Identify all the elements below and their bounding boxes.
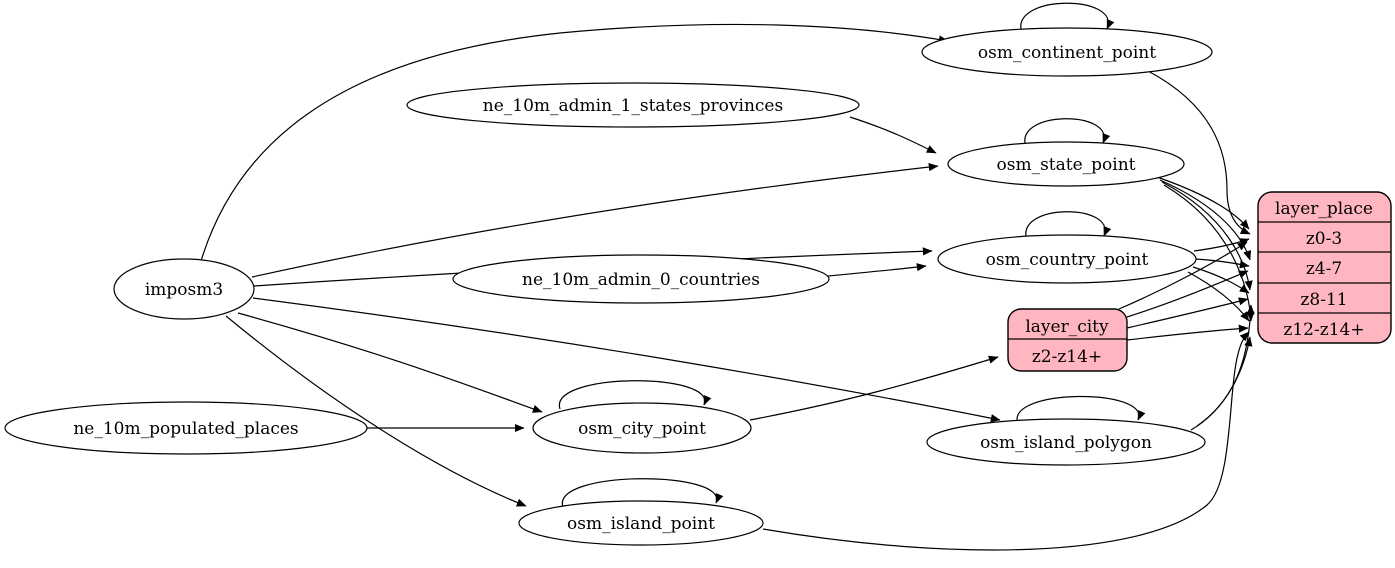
node-osm_continent_point-label: osm_continent_point	[978, 43, 1156, 63]
node-osm_island_point: osm_island_point	[518, 500, 764, 546]
layer_place-row-z12-z14: z12-z14+	[1283, 320, 1364, 340]
node-osm_state_point-label: osm_state_point	[997, 155, 1136, 175]
edge-layer_city-layer_place-z8-11	[1126, 297, 1249, 329]
self-loop-osm_state_point	[1024, 118, 1111, 148]
edge-ne_10m_admin_0_countries-osm_country_point	[827, 263, 927, 277]
node-layer_place: layer_place z0-3 z4-7 z8-11 z12-z14+	[1257, 191, 1392, 344]
self-loop-osm_continent_point	[1020, 2, 1115, 34]
edge-osm_country_point-layer_place-z0-3	[1193, 238, 1250, 252]
node-layer_city: layer_city z2-z14+	[1007, 308, 1128, 372]
edge-layer_city-layer_place-z12-z14	[1126, 324, 1249, 341]
self-loop-osm_island_polygon	[1016, 395, 1146, 425]
layer_place-row-z0-3: z0-3	[1306, 229, 1342, 249]
edge-osm_state_point-layer_place-z8-11	[1161, 181, 1253, 291]
edge-osm_country_point-layer_place-z12-z14	[1187, 271, 1250, 322]
node-imposm3: imposm3	[113, 258, 255, 320]
node-osm_city_point-label: osm_city_point	[578, 419, 706, 439]
edge-osm_state_point-layer_place-z0-3	[1156, 176, 1250, 230]
nodes: imposm3 ne_10m_admin_1_states_provinces …	[4, 27, 1392, 546]
node-ne_10m_populated_places: ne_10m_populated_places	[4, 401, 368, 455]
node-ne_10m_admin_1_states_provinces: ne_10m_admin_1_states_provinces	[406, 82, 860, 128]
node-imposm3-label: imposm3	[145, 280, 223, 300]
node-osm_island_point-label: osm_island_point	[567, 514, 715, 534]
node-osm_continent_point: osm_continent_point	[921, 27, 1213, 77]
edge-osm_island_point-layer_place-z12-z14	[762, 331, 1250, 551]
layer_city-row-z2-z14: z2-z14+	[1032, 347, 1102, 367]
edge-osm_city_point-layer_city-z2-z14	[749, 355, 999, 421]
edge-imposm3-osm_city_point	[237, 312, 543, 413]
edge-layer_city-layer_place-z4-7	[1126, 270, 1249, 318]
node-osm_state_point: osm_state_point	[947, 141, 1185, 187]
edge-imposm3-osm_island_polygon	[252, 297, 1001, 423]
node-ne_10m_admin_0_countries-label: ne_10m_admin_0_countries	[522, 270, 760, 290]
self-loop-osm_island_point	[562, 478, 724, 508]
node-ne_10m_admin_0_countries: ne_10m_admin_0_countries	[452, 254, 830, 304]
layer_city-title: layer_city	[1025, 317, 1109, 337]
node-osm_island_polygon: osm_island_polygon	[926, 418, 1206, 466]
layer_place-row-z4-7: z4-7	[1306, 259, 1342, 279]
edge-osm_continent_point-layer_place-z0-3	[1147, 70, 1251, 235]
edge-layer_city-layer_place-z0-3	[1118, 241, 1248, 310]
layer_place-title: layer_place	[1275, 199, 1373, 219]
edge-osm_country_point-layer_place-z4-7	[1195, 258, 1250, 269]
node-osm_island_polygon-label: osm_island_polygon	[980, 433, 1152, 453]
edge-osm_state_point-layer_place-z4-7	[1159, 179, 1252, 261]
edge-osm_island_polygon-layer_place-z12-z14	[1190, 336, 1253, 431]
node-osm_country_point-label: osm_country_point	[986, 250, 1149, 270]
node-ne_10m_populated_places-label: ne_10m_populated_places	[73, 419, 298, 439]
edge-ne_10m_admin_1_states_provinces-osm_state_point	[849, 116, 937, 154]
edges	[200, 2, 1255, 551]
edge-imposm3-osm_state_point	[251, 162, 939, 278]
node-ne_10m_admin_1_states_provinces-label: ne_10m_admin_1_states_provinces	[483, 96, 783, 116]
node-osm_city_point: osm_city_point	[532, 402, 752, 454]
edge-imposm3-osm_island_point	[225, 315, 527, 507]
node-osm_country_point: osm_country_point	[937, 234, 1197, 284]
self-loop-osm_country_point	[1025, 211, 1112, 241]
layer_place-row-z8-11: z8-11	[1300, 290, 1347, 310]
edge-imposm3-osm_continent_point	[200, 23, 949, 262]
self-loop-osm_city_point	[559, 380, 712, 410]
